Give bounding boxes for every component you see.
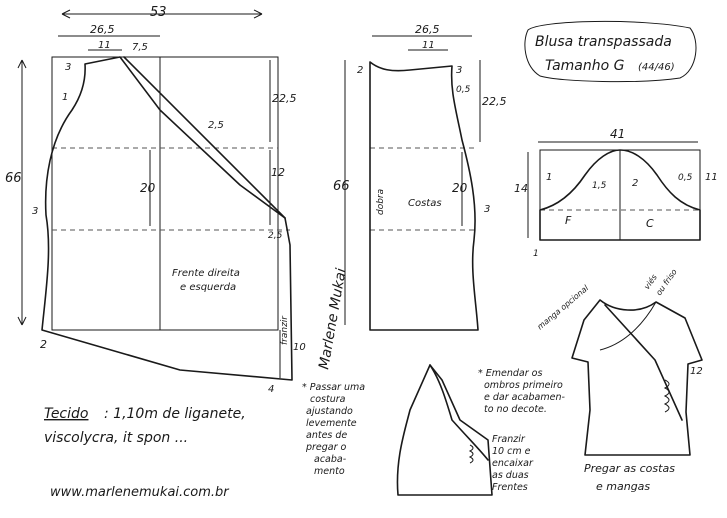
- gather-note-1: Franzir: [492, 434, 526, 445]
- gather-note-4: as duas: [492, 470, 529, 481]
- back-side-3: 3: [484, 204, 490, 215]
- front-franzir: franzir: [280, 315, 290, 345]
- front-label-2: e esquerda: [180, 282, 236, 293]
- stitch-note-8: mento: [314, 466, 345, 477]
- front-left-3: 3: [32, 206, 38, 217]
- front-armhole-depth: 20: [140, 181, 156, 195]
- front-side-a: 12: [271, 166, 285, 179]
- sleeve-bottom-1: 1: [533, 249, 539, 259]
- back-right-3: 3: [456, 65, 462, 76]
- back-label: Costas: [408, 198, 442, 209]
- blouse-gathers: [663, 379, 670, 413]
- pattern-title: Blusa transpassada Tamanho G (44/46): [524, 20, 697, 83]
- stitch-note-3: ajustando: [306, 406, 353, 417]
- front-detail-sketch: [396, 364, 493, 496]
- front-height: 66: [5, 171, 22, 186]
- front-diag: 2,5: [208, 120, 224, 131]
- shoulder-note-4: to no decote.: [484, 404, 547, 415]
- bias-or-piping-label: ou friso: [654, 267, 679, 297]
- stitch-note-7: acaba-: [314, 454, 347, 465]
- sleeve-pattern-piece: 41 14 11 1 1,5 2 0,5 F C 1: [514, 127, 718, 259]
- blouse-neckline: [599, 301, 657, 351]
- stitch-note-6: pregar o: [305, 442, 347, 453]
- back-neck: 11: [422, 40, 435, 51]
- notes: Tecido : 1,10m de liganete, viscolycra, …: [44, 368, 565, 500]
- back-armhole-05: 0,5: [456, 85, 471, 95]
- gather-note-5: Frentes: [492, 482, 528, 493]
- front-frame: [51, 56, 279, 331]
- detail-gathers: [468, 444, 474, 464]
- shoulder-note-2: ombros primeiro: [484, 380, 563, 391]
- front-upper: 22,5: [272, 92, 297, 105]
- front-bottom-4: 4: [268, 384, 274, 395]
- title-size: (44/46): [638, 62, 675, 73]
- shoulder-note-1: * Emendar os: [478, 368, 542, 379]
- sleeve-width: 41: [610, 127, 625, 141]
- sleeve-front-mark: F: [565, 214, 572, 227]
- front-bottom-10: 10: [293, 342, 306, 353]
- front-wrap-line: [123, 56, 286, 219]
- back-armhole-depth: 20: [452, 181, 468, 195]
- back-outline: [369, 61, 479, 331]
- sleeve-outline: [539, 149, 701, 241]
- front-width-total: 53: [150, 5, 167, 20]
- fabric-line-1: : 1,10m de liganete,: [104, 406, 246, 422]
- front-neck-width: 11: [98, 40, 111, 51]
- back-fold-label: dobra: [376, 189, 386, 215]
- fabric-line-2: viscolycra, it spon ...: [44, 430, 188, 446]
- front-width-arrowheads: [61, 9, 263, 19]
- website: www.marlenemukai.com.br: [50, 485, 230, 500]
- front-left-1: 1: [62, 92, 68, 103]
- detail-outline: [396, 364, 493, 496]
- finish-line-2: e mangas: [596, 480, 650, 493]
- sleeve-c2: 2: [632, 178, 638, 189]
- back-width-half: 26,5: [415, 23, 440, 36]
- stitch-note-1: * Passar uma: [302, 382, 365, 393]
- front-side-b: 2,5: [268, 231, 283, 241]
- back-height: 66: [333, 179, 350, 194]
- gather-note-2: 10 cm e: [492, 446, 531, 457]
- title-line-2: Tamanho G: [545, 58, 625, 74]
- title-cloud: [524, 20, 697, 83]
- finish-line-1: Pregar as costas: [584, 462, 675, 475]
- front-pattern-piece: 53 26,5 11 7,5 66 3 1 3 2 22,5 12 2,5 2,…: [5, 5, 306, 395]
- blouse-wrap-line: [604, 304, 683, 421]
- front-outline: [41, 56, 293, 381]
- sleeve-height: 14: [514, 182, 528, 195]
- stitch-note-4: levemente: [306, 418, 357, 429]
- stitch-note-2: costura: [310, 394, 346, 405]
- shoulder-note-3: e dar acabamen-: [484, 392, 565, 403]
- sleeve-side: 11: [705, 172, 718, 183]
- title-line-1: Blusa transpassada: [535, 34, 672, 50]
- sleeve-c05: 0,5: [678, 173, 693, 183]
- sleeve-back-mark: C: [646, 217, 654, 230]
- blouse-outline: [571, 299, 703, 456]
- front-neck-drop: 7,5: [132, 42, 148, 53]
- detail-wrap: [429, 364, 489, 461]
- sleeve-c1: 1: [546, 172, 552, 183]
- back-left-2: 2: [357, 65, 363, 76]
- front-shoulder-3: 3: [65, 62, 71, 73]
- back-upper: 22,5: [482, 95, 507, 108]
- sleeve-c15: 1,5: [592, 181, 607, 191]
- gather-note-3: encaixar: [492, 458, 534, 469]
- gather-12: 12: [690, 366, 703, 377]
- front-width-half: 26,5: [90, 23, 115, 36]
- fabric-label: Tecido: [44, 406, 88, 422]
- stitch-note-5: antes de: [306, 430, 347, 441]
- front-height-arrowheads: [17, 59, 27, 326]
- front-label-1: Frente direita: [172, 268, 240, 279]
- back-pattern-piece: 26,5 11 66 2 3 0,5 22,5 20 3 dobra Costa…: [333, 23, 507, 331]
- front-bottom-2: 2: [40, 338, 47, 351]
